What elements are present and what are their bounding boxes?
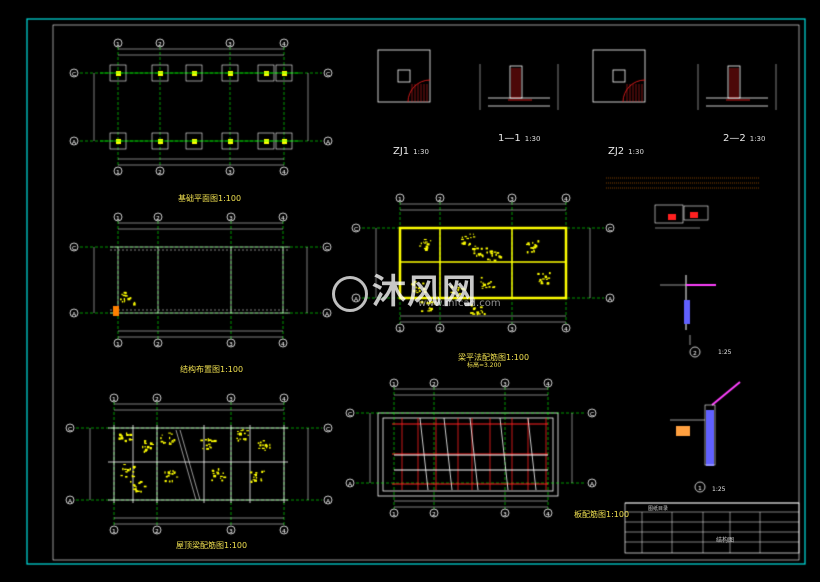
section-1-1-title: 1—11:30 xyxy=(498,133,540,144)
title-block-header: 图纸目录 xyxy=(648,505,668,512)
roof-framing-title: 屋顶梁配筋图1:100 xyxy=(176,540,247,551)
zj1-section-title: ZJ11:30 xyxy=(393,146,429,157)
elevation-note: 标高=3.200 xyxy=(467,360,501,369)
zj2-section-title: ZJ21:30 xyxy=(608,146,644,157)
title-block-drawing-name: 结构图 xyxy=(716,535,734,544)
slab-reinforcement-title: 板配筋图1:100 xyxy=(574,509,629,520)
foundation-plan-title: 基础平面图1:100 xyxy=(178,193,241,204)
compass-icon xyxy=(332,276,368,312)
detail-2-scale: 1:25 xyxy=(718,349,731,356)
structure-layout-title: 结构布置图1:100 xyxy=(180,364,243,375)
detail-1-scale: 1:25 xyxy=(712,486,725,493)
watermark-url: www.mfcad.com xyxy=(418,298,501,309)
section-2-2-title: 2—21:30 xyxy=(723,133,765,144)
